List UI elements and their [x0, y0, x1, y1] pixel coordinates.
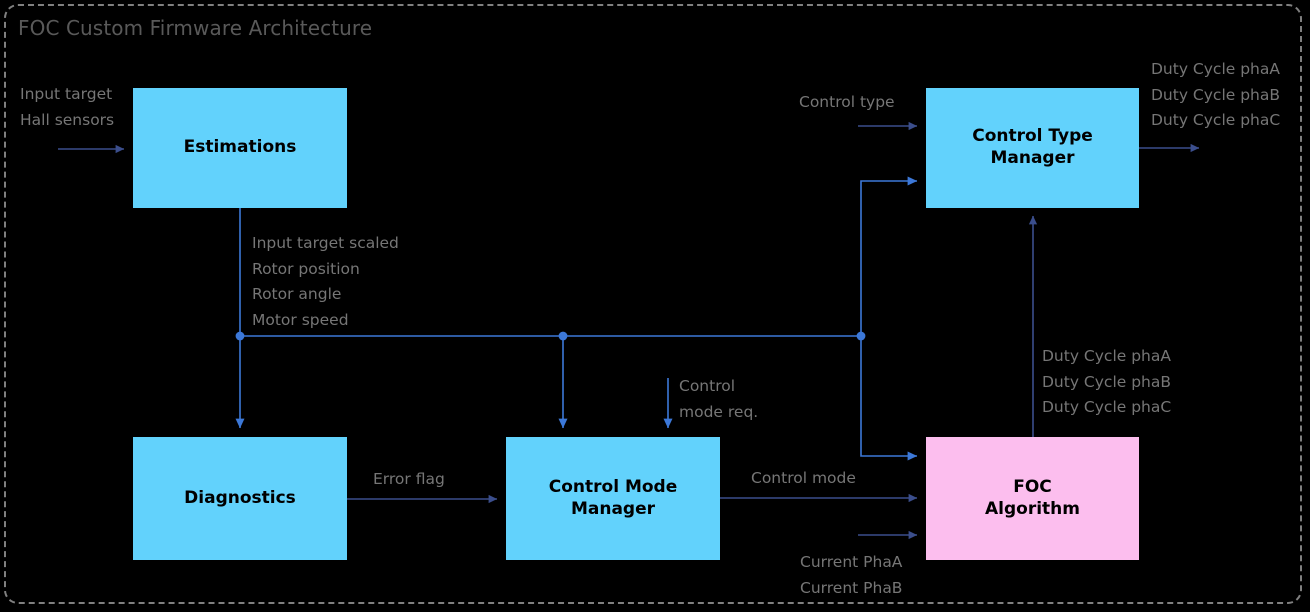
label-control-mode: Control mode	[751, 469, 856, 487]
node-estimations[interactable]: Estimations	[133, 88, 347, 208]
label-control-mode-req: Control mode req.	[679, 377, 759, 421]
label-error-flag: Error flag	[373, 470, 445, 488]
junction-dot-diagnostics	[235, 331, 245, 341]
label-duty-cycle-output: Duty Cycle phaA Duty Cycle phaB Duty Cyc…	[1151, 60, 1281, 130]
label-current-phases: Current PhaA Current PhaB	[800, 553, 903, 597]
node-diagnostics[interactable]: Diagnostics	[133, 437, 347, 560]
label-estimations-outputs: Input target scaled Rotor position Rotor…	[252, 234, 399, 330]
label-control-type: Control type	[799, 93, 895, 111]
label-input-estimations: Input target Hall sensors	[20, 85, 115, 129]
junction-dot-right-trunk	[856, 331, 866, 341]
diagram-title: FOC Custom Firmware Architecture	[18, 16, 373, 40]
label-duty-cycle-feedback: Duty Cycle phaA Duty Cycle phaB Duty Cyc…	[1042, 347, 1172, 417]
junction-dot-control-mode	[558, 331, 568, 341]
